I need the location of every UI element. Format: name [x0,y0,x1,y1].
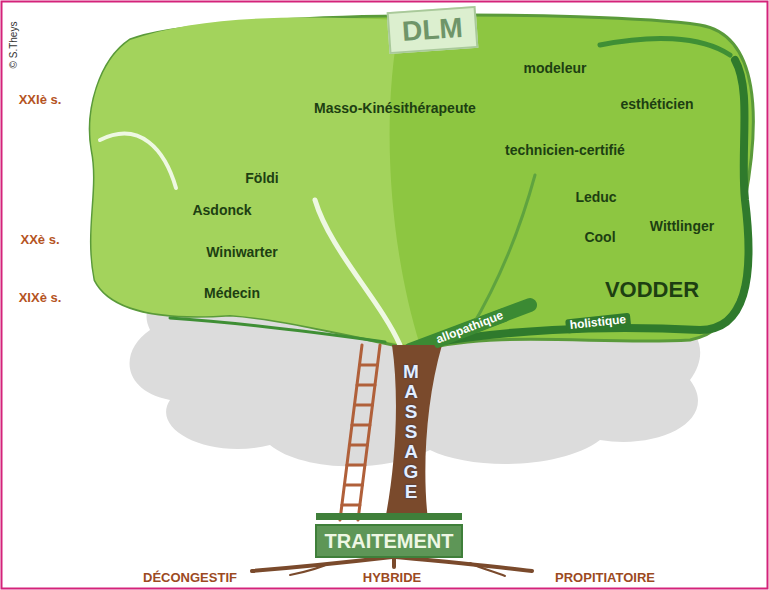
branch-label: Leduc [575,189,616,205]
canopy [90,15,753,350]
branch-label: Földi [245,170,278,186]
branch [470,175,535,330]
root-label: DÉCONGESTIF [143,571,237,586]
branch-label: Wittlinger [650,218,714,234]
canopy-light-lobe [90,17,420,345]
branch-label: technicien-certifié [505,142,625,158]
base-box: TRAITEMENT [315,524,464,558]
trunk [385,345,442,520]
branch [170,318,385,342]
root-label: PROPITIATOIRE [555,571,655,586]
node-text: DLM [401,11,464,49]
branch-label: Winiwarter [206,244,277,260]
ladder [340,345,380,520]
branch-label: Cool [584,229,615,245]
century-label: XXIè s. [19,93,62,108]
branch-label: VODDER [605,277,699,302]
branch-label: modeleur [523,60,586,76]
root-label: HYBRIDE [363,571,422,586]
branch [410,305,530,350]
credit: © S.Theys [8,22,20,69]
century-label: XIXè s. [19,291,62,306]
branch-label: esthéticien [620,96,693,112]
branch [100,134,176,188]
sign-board: DLM [386,6,477,54]
branch [600,38,730,55]
branch-label: Médecin [204,285,260,301]
node-text: TRAITEMENT [325,529,454,553]
trunk-label: MASSAGE [402,362,421,502]
platform [316,513,462,520]
branch [315,200,400,345]
branch-label: Asdonck [192,202,251,218]
century-label: XXè s. [20,233,59,248]
branch-label: Masso-Kinésithérapeute [314,100,476,116]
